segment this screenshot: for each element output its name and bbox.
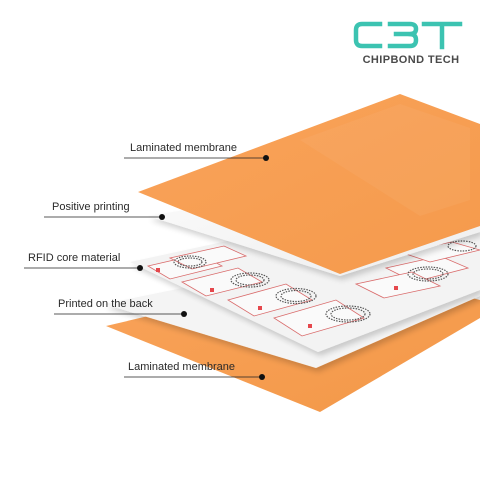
rfid-inlay-grid <box>146 241 480 337</box>
laminated-top-highlight <box>300 104 470 216</box>
logo-subtitle: CHIPBOND TECH <box>362 54 460 66</box>
chipbond-logo: CHIPBOND TECH <box>352 18 470 74</box>
layer-laminated-top <box>138 94 480 274</box>
leader-lines <box>24 157 266 378</box>
label-laminated-bottom: Laminated membrane <box>128 361 236 373</box>
cbt-logo-mark <box>353 21 463 50</box>
label-laminated-top: Laminated membrane <box>130 142 238 154</box>
rfid-coils <box>173 240 477 323</box>
leader-dots <box>137 155 269 380</box>
rfid-chip-markers <box>156 268 398 328</box>
label-printed-back: Printed on the back <box>58 298 153 310</box>
label-rfid-core: RFID core material <box>28 252 121 264</box>
label-positive-printing: Positive printing <box>52 201 130 213</box>
